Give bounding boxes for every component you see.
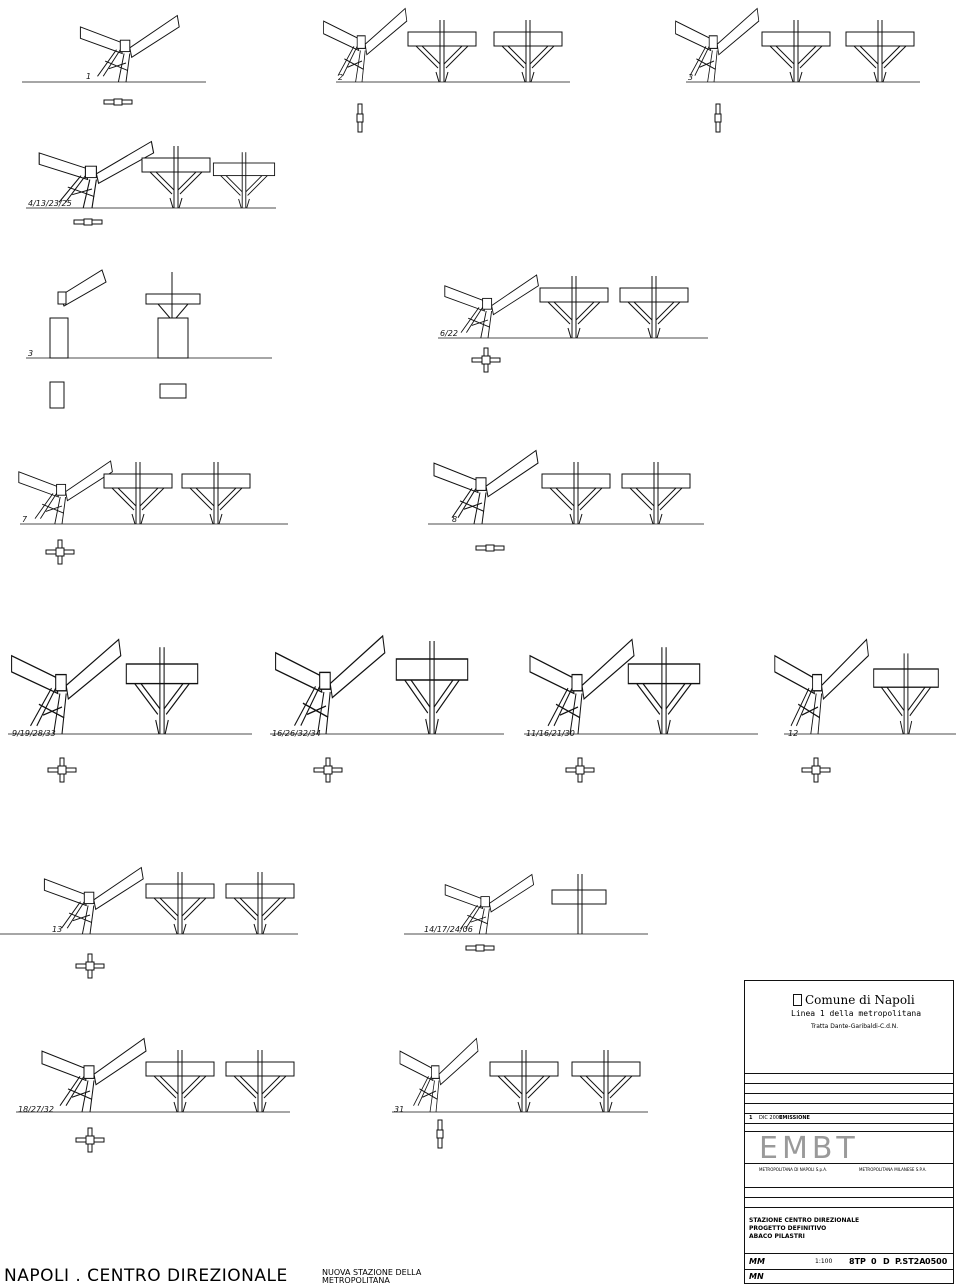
code-1: 8TP — [849, 1257, 866, 1266]
pillar-label: 1 — [86, 72, 91, 81]
group-15: 18/27/32 — [16, 1037, 295, 1153]
revision-number: 1 — [749, 1115, 753, 1121]
drawing-title-2: PROGETTO DEFINITIVO — [749, 1225, 827, 1232]
group-3: 3 — [675, 7, 920, 133]
contractor-2: METROPOLITANA MILANESE S.P.A. — [859, 1167, 927, 1172]
group-4: 4/13/23/25 — [26, 140, 276, 226]
code-4: P.ST2A — [895, 1257, 926, 1266]
group-6: 6/22 — [438, 274, 708, 373]
group-14: 14/17/24/06 — [404, 874, 648, 952]
pillar-label: 3 — [688, 73, 693, 82]
pillar-label: 12 — [788, 729, 798, 738]
code-5: 0500 — [925, 1257, 948, 1266]
pillar-label: 3 — [28, 349, 33, 358]
pillar-label: 2 — [338, 73, 343, 82]
mm-mark-1: MM — [749, 1257, 765, 1266]
group-12: 12 — [774, 638, 956, 783]
project-subtitle: NUOVA STAZIONE DELLA METROPOLITANA — [322, 1268, 422, 1285]
pillar-label: 14/17/24/06 — [424, 925, 473, 934]
line-name: Linea 1 della metropolitana — [791, 1009, 922, 1018]
group-11: 11/16/21/30 — [524, 638, 758, 783]
pillar-label: 16/26/32/34 — [272, 729, 321, 738]
group-8: 8 — [428, 449, 704, 552]
group-2: 2 — [323, 7, 570, 133]
section-name: Tratta Dante-Garibaldi-C.d.N. — [811, 1023, 899, 1030]
title-block: Comune di Napoli Linea 1 della metropoli… — [744, 980, 954, 1284]
group-5: 3 — [26, 269, 272, 409]
group-1: 1 — [22, 15, 206, 106]
group-7: 7 — [18, 460, 288, 565]
pillar-label: 8 — [452, 515, 457, 524]
pillar-label: 9/19/28/33 — [12, 729, 56, 738]
designer-logo: EMBT — [759, 1131, 859, 1166]
pillar-label: 31 — [394, 1105, 404, 1114]
pillar-label: 11/16/21/30 — [526, 729, 575, 738]
scale: 1:100 — [815, 1258, 833, 1265]
revision-label: EMISSIONE — [779, 1115, 810, 1121]
pillar-label: 4/13/23/25 — [28, 199, 72, 208]
code-2: 0 — [871, 1257, 877, 1266]
group-16: 31 — [392, 1037, 648, 1149]
group-10: 16/26/32/34 — [270, 635, 504, 783]
project-title: NAPOLI . CENTRO DIREZIONALE — [4, 1266, 288, 1286]
group-13: 13 — [0, 867, 298, 979]
mm-mark-2: MN — [749, 1272, 764, 1281]
group-9: 9/19/28/33 — [8, 638, 252, 783]
contractor-1: METROPOLITANA DI NAPOLI S.p.A. — [759, 1167, 828, 1172]
drawing-title-3: ABACO PILASTRI — [749, 1233, 805, 1240]
pillar-label: 13 — [52, 925, 62, 934]
code-3: D — [883, 1257, 890, 1266]
client-name: Comune di Napoli — [805, 993, 915, 1007]
drawing-title-1: STAZIONE CENTRO DIREZIONALE — [749, 1217, 860, 1224]
pillar-label: 6/22 — [440, 329, 458, 338]
revision-date: DIC 2009 — [759, 1115, 783, 1121]
pillar-label: 7 — [22, 515, 28, 524]
client-emblem-icon — [793, 994, 802, 1006]
pillar-label: 18/27/32 — [18, 1105, 54, 1114]
